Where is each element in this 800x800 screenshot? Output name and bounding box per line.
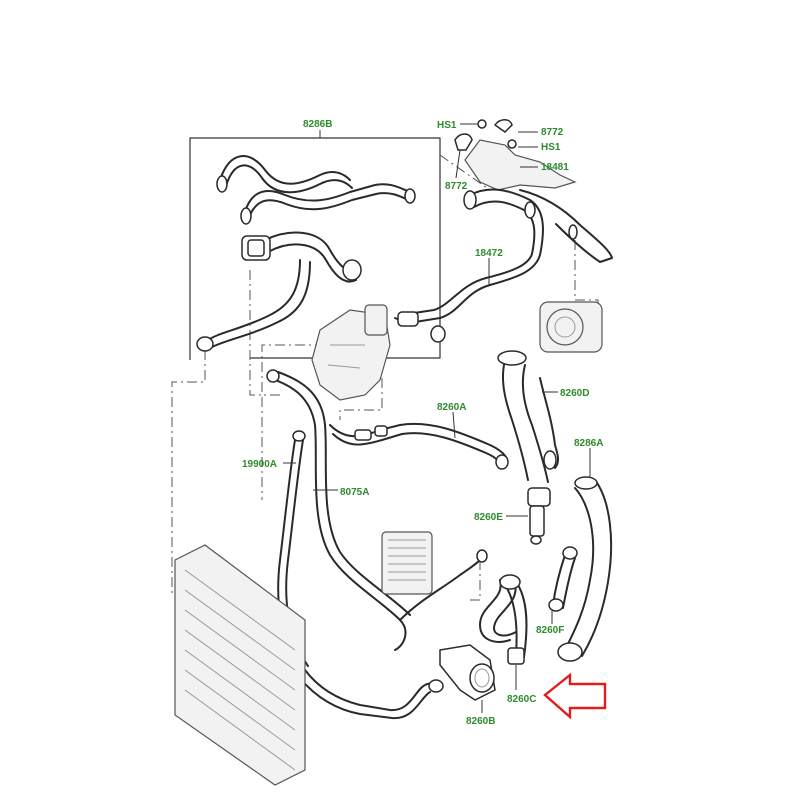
radiator [174, 544, 306, 786]
label-8075a: 8075A [340, 487, 369, 498]
label-8260c: 8260C [507, 694, 536, 705]
hose-8260d[interactable] [497, 350, 559, 483]
hose-8260a[interactable] [329, 422, 509, 470]
label-8260d: 8260D [560, 388, 589, 399]
label-18481: 18481 [541, 162, 569, 173]
connector-8260e[interactable] [527, 487, 551, 545]
hose-8260c[interactable] [479, 574, 528, 665]
hose-8075a[interactable] [266, 369, 488, 720]
throttle-body [539, 301, 603, 353]
label-18472: 18472 [475, 248, 503, 259]
hose-8260f[interactable] [548, 546, 578, 612]
label-8772-right: 8772 [541, 127, 564, 138]
label-8772-left: 8772 [445, 181, 468, 192]
label-8286b: 8286B [303, 119, 332, 130]
highlight-arrow [543, 672, 607, 720]
expansion-tank [311, 304, 391, 401]
label-8260e: 8260E [474, 512, 503, 523]
oil-cooler [381, 531, 433, 595]
hose-18472[interactable] [394, 188, 613, 343]
thermostat-housing-8260b[interactable] [439, 644, 496, 701]
hose-8286a[interactable] [557, 476, 613, 662]
label-8260b: 8260B [466, 716, 495, 727]
label-19900a: 19900A [242, 459, 277, 470]
part-labels: 8286B HS1 8772 HS1 18481 8772 18472 8260… [242, 119, 603, 727]
label-hs1-top: HS1 [437, 120, 457, 131]
label-hs1-right: HS1 [541, 142, 561, 153]
label-8286a: 8286A [574, 438, 603, 449]
label-8260f: 8260F [536, 625, 564, 636]
label-8260a: 8260A [437, 402, 466, 413]
leader-lines [283, 123, 591, 713]
hose-8286b[interactable] [196, 155, 416, 352]
